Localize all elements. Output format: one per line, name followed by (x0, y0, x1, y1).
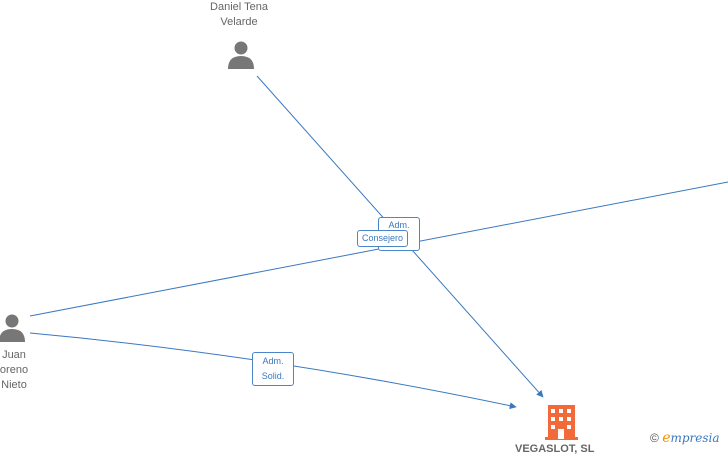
edge-label-text: Adm. (388, 220, 410, 230)
person-name-line2: Velarde (220, 16, 258, 28)
person-name-line3: Nieto (1, 379, 27, 391)
edge-label-text-line2: Solid. (261, 371, 285, 381)
person-label-juan[interactable]: Juan oreno Nieto (0, 348, 36, 393)
person-name-line1: Juan (2, 349, 26, 361)
edge-label-text-line1: Adm. (262, 356, 284, 366)
person-label-daniel[interactable]: Daniel Tena Velarde (200, 0, 278, 30)
person-icon-daniel[interactable] (228, 41, 254, 70)
brand-initial: e (662, 430, 671, 446)
brand-name: mpresia (670, 431, 720, 445)
edge-label-consejero[interactable]: Consejero (357, 230, 409, 247)
person-name-line1: Daniel Tena (210, 1, 268, 13)
company-label[interactable]: VEGASLOT, SL (515, 443, 595, 455)
copyright-symbol: © (650, 431, 659, 445)
empresia-logo[interactable]: © empresia (650, 430, 720, 446)
building-icon[interactable] (545, 405, 578, 440)
edge-label-adm-solid[interactable]: Adm. Solid. (252, 352, 294, 386)
edge-label-text: Consejero (362, 233, 404, 243)
person-name-line2: oreno (0, 364, 29, 376)
person-icon-juan[interactable] (0, 314, 25, 343)
